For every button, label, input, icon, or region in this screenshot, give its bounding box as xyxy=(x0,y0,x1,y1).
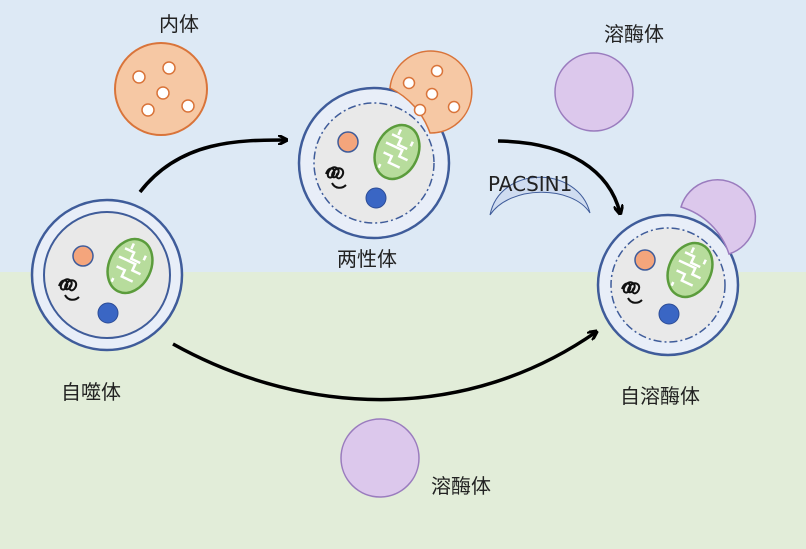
lysosome-bottom xyxy=(340,418,420,498)
label-lysosome-top: 溶酶体 xyxy=(604,22,664,46)
label-autophagosome: 自噬体 xyxy=(61,380,121,404)
label-autolysosome: 自溶酶体 xyxy=(620,384,700,408)
label-pacsin1: PACSIN1 xyxy=(488,172,573,196)
label-amphisome: 两性体 xyxy=(337,247,397,271)
pacsin1-crescent xyxy=(489,176,591,216)
lysosome-top xyxy=(554,52,634,132)
autophagosome xyxy=(30,198,184,352)
arrow-amphisome-to-autolysosome xyxy=(497,139,620,213)
autolysosome xyxy=(596,179,757,357)
arrow-autophagosome-to-amphisome xyxy=(138,140,286,194)
amphisome xyxy=(297,50,473,240)
label-endosome: 内体 xyxy=(159,12,199,36)
label-lysosome-bottom: 溶酶体 xyxy=(431,474,491,498)
endosome xyxy=(114,42,208,136)
arrow-autophagosome-to-autolysosome xyxy=(172,332,596,402)
